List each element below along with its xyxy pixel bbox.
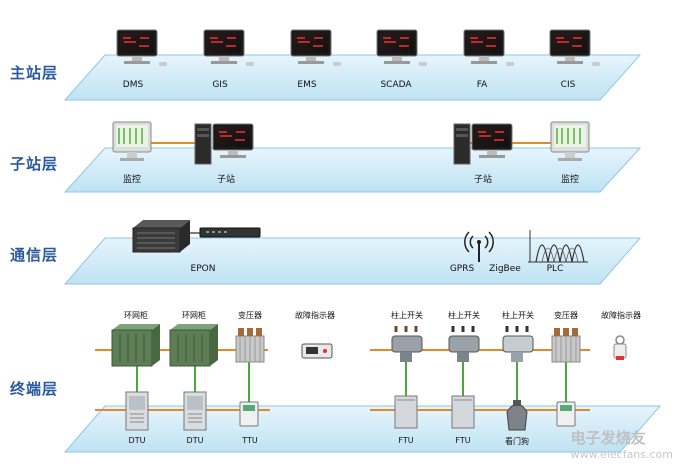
ring-main-unit-1-icon (111, 324, 160, 367)
ttu-meter-right-icon (556, 401, 576, 427)
ftu-cabinet-1-icon (394, 395, 418, 429)
node-label-monitor-left: 监控 (122, 175, 142, 185)
master-layer-band (63, 54, 642, 101)
watchdog-device-icon (506, 400, 528, 431)
node-label-ring-main-1: 环网柜 (124, 311, 148, 320)
monitor-workstation-left-icon (112, 121, 152, 161)
fault-indicator-right-icon (613, 335, 627, 360)
transformer-right-icon (551, 328, 581, 363)
node-label-substation-left: 子站 (216, 175, 236, 185)
terminal-layer-title: 终端层 (10, 380, 59, 398)
node-label-monitor-right: 监控 (560, 175, 580, 185)
fault-indicator-left-icon (301, 343, 333, 359)
plc-waveform-icon (528, 230, 588, 263)
dtu-cabinet-2-icon (183, 391, 207, 431)
node-label-scada: SCADA (380, 80, 412, 90)
comm-layer-band (63, 237, 642, 285)
monitor-workstation-right-icon (550, 121, 590, 161)
node-label-ring-main-2: 环网柜 (182, 311, 206, 320)
dtu-cabinet-1-icon (125, 391, 149, 431)
epon-onu-icon (199, 227, 261, 238)
ring-main-unit-2-icon (169, 324, 218, 367)
node-label-cis: CIS (560, 80, 576, 90)
node-label-transformer-right: 变压器 (554, 311, 578, 320)
watermark-line1: 电子发烧友 (570, 429, 646, 447)
gprs-antenna-icon (464, 231, 494, 262)
pole-switch-3-icon (502, 326, 534, 362)
watermark: 电子发烧友 www.elecfans.com (571, 427, 673, 461)
master-layer-title: 主站层 (10, 64, 59, 82)
node-label-plc: PLC (546, 264, 564, 274)
node-label-ttu: TTU (242, 436, 258, 445)
node-label-ems: EMS (297, 80, 317, 90)
node-label-dms: DMS (122, 80, 144, 90)
epon-olt-icon (132, 220, 190, 253)
node-label-pole-switch-2: 柱上开关 (448, 311, 480, 320)
node-label-gis: GIS (212, 80, 228, 90)
node-label-fault-indicator-right: 故障指示器 (601, 311, 641, 320)
substation-layer-title: 子站层 (10, 155, 59, 173)
pole-switch-1-icon (391, 326, 423, 362)
substation-server-right-icon (453, 123, 513, 165)
node-label-zigbee: ZigBee (489, 264, 521, 274)
node-label-dtu-2: DTU (186, 436, 204, 445)
ttu-meter-icon (239, 401, 259, 427)
node-label-ftu-2: FTU (455, 436, 471, 445)
transformer-left-icon (235, 328, 265, 363)
node-label-transformer-left: 变压器 (238, 311, 262, 320)
ftu-cabinet-2-icon (451, 395, 475, 429)
gis-monitor-icon (203, 29, 254, 66)
ems-monitor-icon (290, 29, 341, 66)
node-label-watchdog: 看门狗 (505, 437, 529, 446)
fa-monitor-icon (463, 29, 514, 66)
dms-monitor-icon (116, 29, 167, 66)
node-label-fa: FA (476, 80, 488, 90)
cis-monitor-icon (549, 29, 600, 66)
substation-server-left-icon (194, 123, 254, 165)
node-label-gprs: GPRS (449, 264, 475, 274)
substation-layer-band (63, 147, 642, 193)
node-label-ftu-1: FTU (398, 436, 414, 445)
node-label-substation-right: 子站 (473, 175, 493, 185)
node-label-fault-indicator-left: 故障指示器 (295, 311, 335, 320)
node-label-epon: EPON (190, 264, 216, 274)
scada-monitor-icon (376, 29, 427, 66)
node-label-pole-switch-3: 柱上开关 (502, 311, 534, 320)
watermark-line2: www.elecfans.com (570, 448, 673, 461)
node-label-pole-switch-1: 柱上开关 (391, 311, 423, 320)
comm-layer-title: 通信层 (10, 246, 59, 264)
pole-switch-2-icon (448, 326, 480, 362)
node-label-dtu-1: DTU (128, 436, 146, 445)
